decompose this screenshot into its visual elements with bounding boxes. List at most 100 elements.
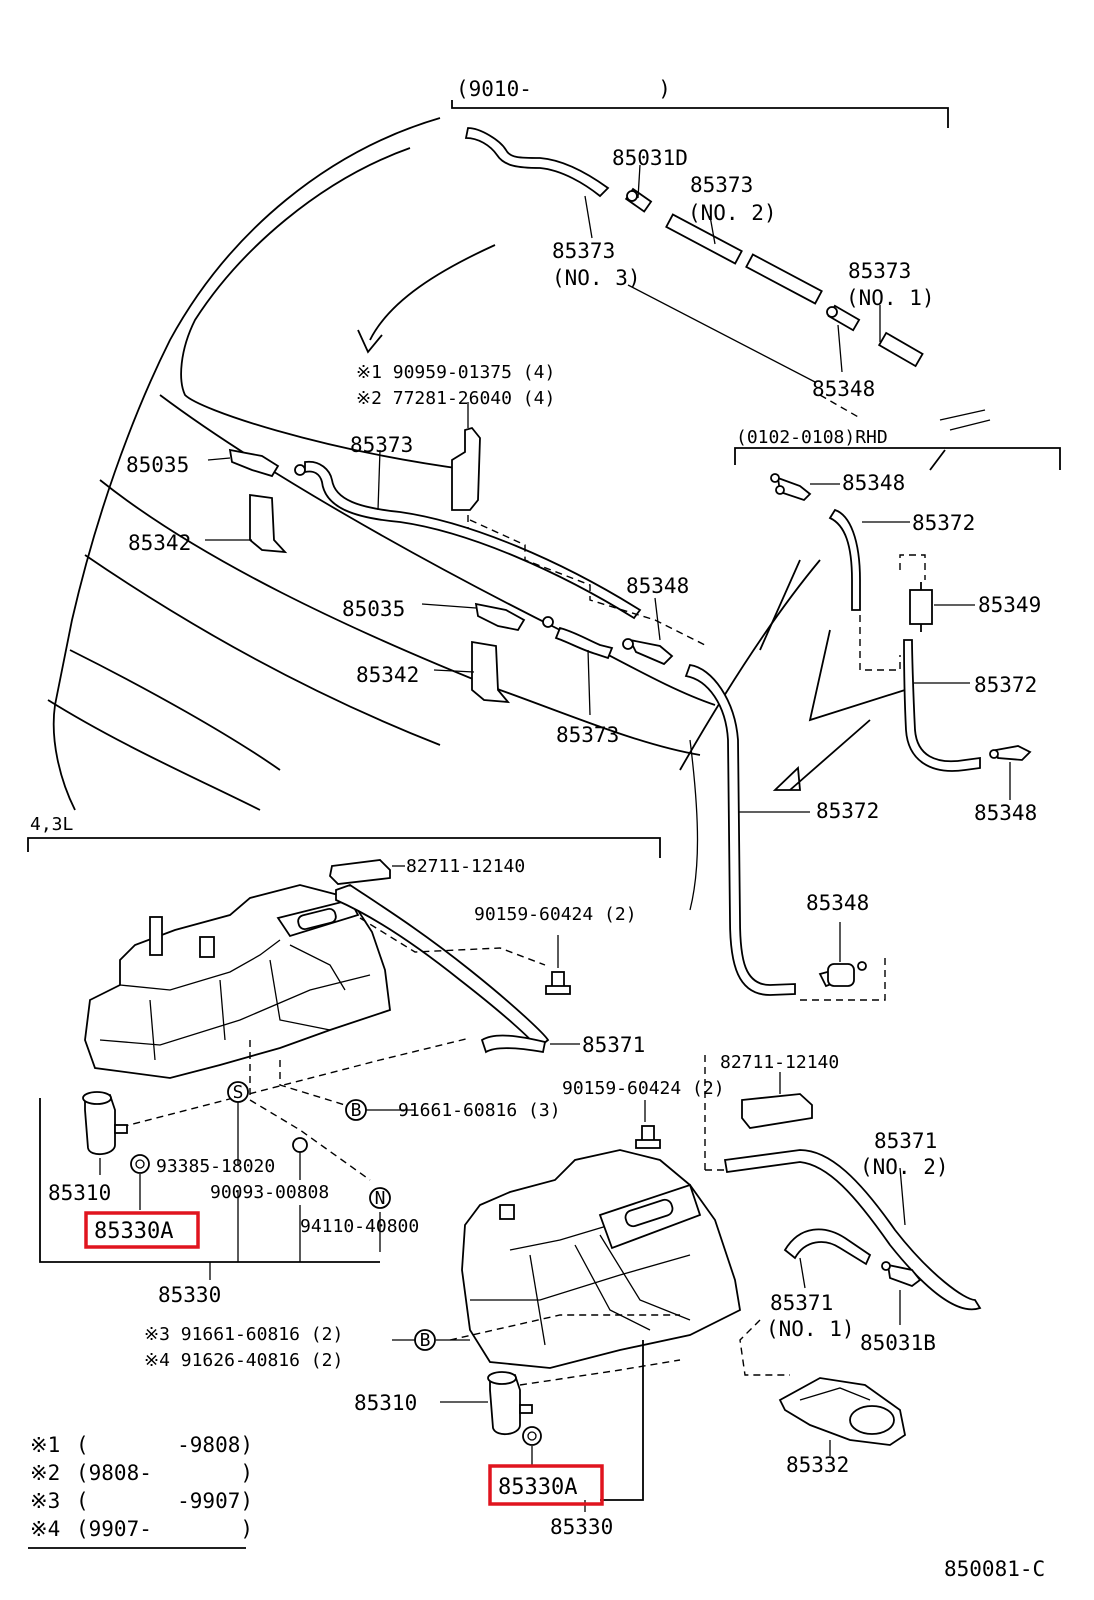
joint-85031B	[881, 1261, 922, 1325]
label-94110: 94110-40800	[300, 1216, 419, 1237]
svg-text:B: B	[351, 1100, 362, 1121]
label-90159-a: 90159-60424 (2)	[474, 904, 637, 925]
joint-85348-mid	[622, 638, 674, 666]
washer-tank-a	[84, 884, 391, 1079]
legend-mark-2: ※2	[30, 1461, 60, 1485]
note-2: ※2 77281-26040 (4)	[356, 388, 555, 409]
label-rhd: (0102-0108)RHD	[736, 427, 888, 448]
legend-mark-4: ※4	[30, 1517, 60, 1541]
dashed-tank-a	[109, 917, 546, 1181]
label-85373-mid: 85373	[350, 433, 413, 457]
cover-85342-b	[471, 640, 511, 704]
grommet-82711-b	[741, 1072, 813, 1129]
dashed-path-mid	[469, 519, 706, 646]
label-85031D: 85031D	[612, 146, 688, 170]
hose-85371-no1	[783, 1228, 872, 1289]
note-3: ※3 91661-60816 (2)	[144, 1324, 343, 1345]
label-93385: 93385-18020	[156, 1156, 275, 1177]
label-85373-no3: 85373	[552, 239, 615, 263]
joint-85348-low	[800, 922, 886, 1001]
label-85031B: 85031B	[860, 1331, 936, 1355]
circle-mark-s: S	[227, 1081, 249, 1103]
label-85330A-b: 85330A	[498, 1475, 577, 1500]
legend-range-3: ( -9907)	[76, 1489, 253, 1513]
hose-85373-no2	[665, 213, 823, 305]
label-90159-b: 90159-60424 (2)	[562, 1078, 725, 1099]
legend-range-1: ( -9808)	[76, 1433, 253, 1457]
label-85371-no1: 85371	[770, 1291, 833, 1315]
highlight-85330A-b	[488, 1464, 604, 1506]
label-85332: 85332	[786, 1453, 849, 1477]
hose-85373-low	[554, 626, 614, 660]
hose-85373-mid	[304, 460, 642, 620]
grommet-82711-a	[329, 859, 405, 885]
note-1: ※1 90959-01375 (4)	[356, 362, 555, 383]
label-85342-a: 85342	[128, 531, 191, 555]
circle-mark-b-1: B	[345, 1099, 367, 1121]
svg-text:B: B	[420, 1330, 431, 1351]
circle-mark-n: N	[369, 1187, 391, 1209]
label-85373-low: 85373	[556, 723, 619, 747]
seal-85330A-a	[130, 1154, 150, 1210]
hose-85371-no2	[723, 1149, 982, 1311]
label-no2: (NO. 2)	[688, 201, 777, 225]
svg-text:N: N	[375, 1188, 386, 1209]
note-4: ※4 91626-40816 (2)	[144, 1350, 343, 1371]
highlight-85330A-a	[84, 1211, 200, 1249]
joint-85031D	[624, 187, 653, 213]
figure-code: 850081-C	[944, 1557, 1045, 1581]
label-85310-a: 85310	[48, 1181, 111, 1205]
label-85348-low: 85348	[806, 891, 869, 915]
label-85372-b: 85372	[974, 673, 1037, 697]
label-91661: 91661-60816 (3)	[398, 1100, 561, 1121]
label-85035-b: 85035	[342, 597, 405, 621]
label-85348-right: 85348	[974, 801, 1037, 825]
legend-mark-1: ※1	[30, 1433, 60, 1457]
circle-mark-b-2: B	[414, 1329, 436, 1351]
inlet-85332	[778, 1377, 907, 1456]
fasteners-a	[237, 1102, 415, 1262]
label-85373-no2: 85373	[690, 173, 753, 197]
label-85349: 85349	[978, 593, 1041, 617]
cover-85342-a	[249, 493, 288, 554]
label-82711-a: 82711-12140	[406, 856, 525, 877]
engine-variant-label: 4,3L	[30, 814, 74, 835]
mid-leader-lines	[205, 449, 661, 716]
label-85371: 85371	[582, 1033, 645, 1057]
pump-85310-b	[440, 1371, 533, 1435]
hose-85373-no3	[464, 127, 610, 198]
label-85348-rhd: 85348	[842, 471, 905, 495]
svg-text:S: S	[233, 1082, 244, 1103]
label-85330-b: 85330	[550, 1515, 613, 1539]
washer-tank-b	[461, 1149, 741, 1369]
label-85330-a: 85330	[158, 1283, 221, 1307]
label-85372-c: 85372	[816, 799, 879, 823]
label-no3: (NO. 3)	[552, 266, 641, 290]
label-90093: 90093-00808	[210, 1182, 329, 1203]
label-85348-top: 85348	[812, 377, 875, 401]
dashed-tank-b	[449, 1055, 790, 1386]
label-85371-no2: 85371	[874, 1129, 937, 1153]
hose-85372-long	[684, 664, 810, 996]
rhd-parts	[770, 473, 1032, 800]
top-range-bracket	[451, 100, 949, 128]
back-door-outline	[47, 117, 991, 811]
legend-mark-3: ※3	[30, 1489, 60, 1513]
nozzle-85035-b	[474, 602, 554, 632]
range-top-label: (9010- )	[456, 77, 671, 101]
rhd-bracket	[734, 447, 1061, 470]
label-no1: (NO. 1)	[846, 286, 935, 310]
top-leader-lines	[584, 164, 881, 419]
assembly-bracket-a	[39, 1098, 380, 1280]
legend: ※1 ( -9808) ※2 (9808- ) ※3 ( -9907) ※4 (…	[28, 1433, 253, 1549]
label-85372-a: 85372	[912, 511, 975, 535]
label-85035-a: 85035	[126, 453, 189, 477]
label-82711-b: 82711-12140	[720, 1052, 839, 1073]
hose-85373-no1	[877, 331, 924, 368]
bracket-note-part	[451, 402, 481, 535]
label-85348-mid: 85348	[626, 574, 689, 598]
legend-range-4: (9907- )	[76, 1517, 253, 1541]
bolt-90159-b	[635, 1100, 661, 1149]
legend-range-2: (9808- )	[76, 1461, 253, 1485]
